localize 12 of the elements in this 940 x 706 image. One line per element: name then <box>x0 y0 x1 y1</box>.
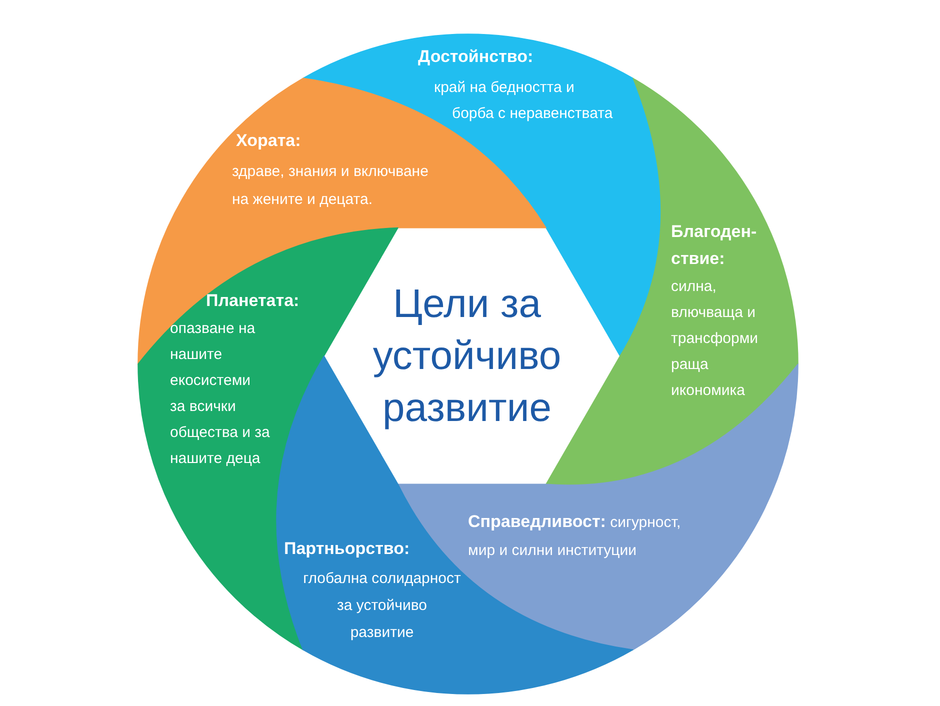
segment-heading: Благоден- ствие: <box>671 221 757 270</box>
segment-text: опазване на нашите екосистеми за всички общества и за нашите деца <box>170 319 270 469</box>
segment-heading: Партньорство: <box>284 538 410 560</box>
segment-heading: Достойнство: <box>418 46 534 68</box>
segment-heading: Хората: <box>236 130 301 152</box>
segment-text: Справедливост: сигурност, мир и силни институции <box>468 511 681 561</box>
segment-text: край на бедността и борба с неравенствата <box>434 78 613 124</box>
segment-text: силна, влючваща и трансформи раща икономика <box>671 277 758 401</box>
segment-text: здраве, знания и включване на жените и децата. <box>232 162 428 210</box>
segment-text: глобална солидарност за устойчиво развитие <box>302 569 462 643</box>
center-title: Цели за устойчиво развитие <box>372 281 562 432</box>
segment-heading: Планетата: <box>206 290 300 312</box>
